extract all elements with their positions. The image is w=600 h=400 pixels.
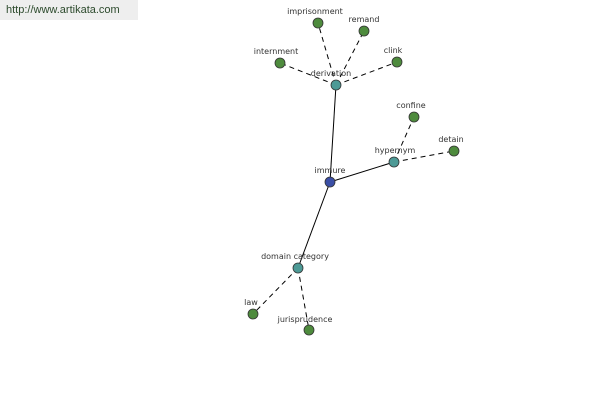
label-imprisonment: imprisonment bbox=[287, 7, 343, 16]
label-confine: confine bbox=[396, 101, 425, 110]
label-law: law bbox=[244, 298, 258, 307]
edge-center-domain bbox=[297, 181, 331, 269]
label-center: immure bbox=[315, 166, 346, 175]
node-remand[interactable] bbox=[358, 25, 370, 37]
edge-derivation-internment bbox=[279, 62, 337, 86]
edge-hypernym-detain bbox=[393, 150, 455, 163]
edge-derivation-imprisonment bbox=[317, 22, 337, 86]
node-confine[interactable] bbox=[408, 111, 420, 123]
edge-domain-jurisprudence bbox=[297, 267, 310, 331]
edge-hypernym-confine bbox=[393, 116, 415, 163]
edge-derivation-remand bbox=[335, 30, 365, 86]
watermark-url: http://www.artikata.com bbox=[0, 0, 138, 20]
label-derivation: derivation bbox=[311, 69, 351, 78]
node-jurisprudence[interactable] bbox=[303, 324, 315, 336]
node-imprisonment[interactable] bbox=[312, 17, 324, 29]
label-domain: domain category bbox=[261, 252, 329, 261]
node-clink[interactable] bbox=[391, 56, 403, 68]
edge-center-hypernym bbox=[329, 161, 395, 183]
label-jurisprudence: jurisprudence bbox=[277, 315, 333, 324]
node-domain[interactable] bbox=[292, 262, 304, 274]
node-derivation[interactable] bbox=[330, 79, 342, 91]
edge-center-derivation bbox=[329, 84, 337, 183]
label-detain: detain bbox=[438, 135, 463, 144]
label-remand: remand bbox=[349, 15, 380, 24]
label-clink: clink bbox=[384, 46, 403, 55]
node-hypernym[interactable] bbox=[388, 156, 400, 168]
edge-domain-law bbox=[252, 267, 299, 315]
edge-derivation-clink bbox=[335, 61, 398, 86]
label-hypernym: hypernym bbox=[375, 146, 416, 155]
node-detain[interactable] bbox=[448, 145, 460, 157]
node-law[interactable] bbox=[247, 308, 259, 320]
node-center[interactable] bbox=[324, 176, 336, 188]
label-internment: internment bbox=[254, 47, 299, 56]
node-internment[interactable] bbox=[274, 57, 286, 69]
